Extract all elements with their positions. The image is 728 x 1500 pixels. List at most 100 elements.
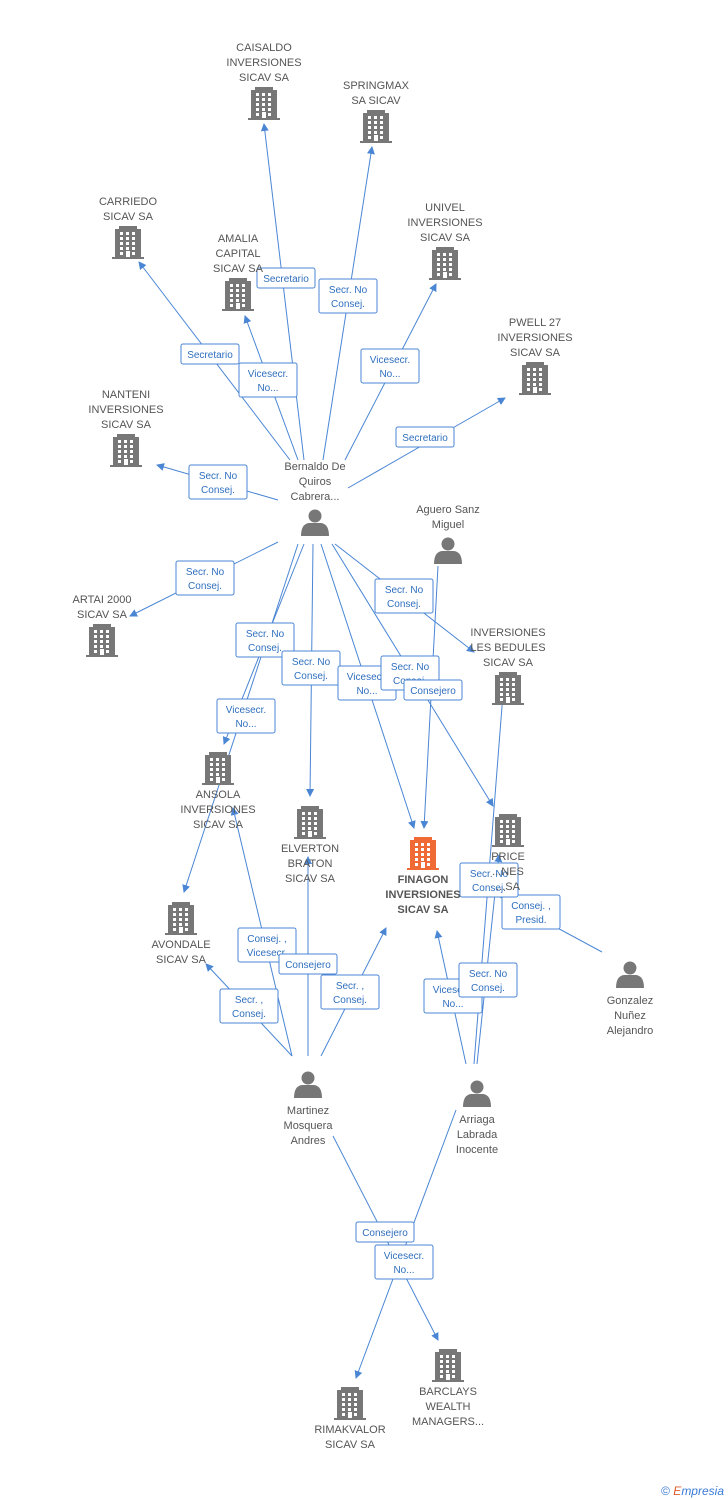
edge-label-martinez-to-avondale[interactable]: Secr. ,Consej. bbox=[219, 988, 279, 1024]
node-label: AVONDALE bbox=[151, 939, 210, 951]
person-icon bbox=[616, 961, 644, 988]
edge-label-text: No... bbox=[379, 369, 400, 380]
node-label: Alejandro bbox=[607, 1025, 653, 1037]
node-label: PRICE bbox=[491, 851, 525, 863]
node-label: Arriaga bbox=[459, 1114, 495, 1126]
edge-label-text: Consej. bbox=[201, 485, 235, 496]
edge-label-box bbox=[501, 894, 561, 930]
node-label: SICAV SA bbox=[156, 954, 207, 966]
node-avondale[interactable]: AVONDALE SICAV SA bbox=[151, 902, 211, 966]
node-label: SICAV SA bbox=[193, 819, 244, 831]
node-label: Nuñez bbox=[614, 1010, 646, 1022]
edge-label-bernaldo-to-caisaldo[interactable]: Secretario bbox=[256, 267, 316, 289]
edge-label-text: Consejero bbox=[362, 1228, 408, 1239]
edge-label-arriaga-to-rimakvalor[interactable]: Vicesecr. No... bbox=[374, 1244, 434, 1280]
node-label: NANTENI bbox=[102, 389, 150, 401]
node-label: AMALIA bbox=[218, 233, 259, 245]
edge-label-bernaldo-to-carriedo[interactable]: Secretario bbox=[180, 343, 240, 365]
node-label: WEALTH bbox=[425, 1401, 470, 1413]
edge-label-box bbox=[278, 953, 338, 975]
node-price[interactable]: PRICE ...NES ...SA bbox=[491, 814, 525, 893]
empresia-footer[interactable]: © Empresia bbox=[661, 1484, 724, 1498]
edge-label-text: Vicesecr. bbox=[226, 705, 266, 716]
edge-label-text: No... bbox=[393, 1265, 414, 1276]
edge-label-box bbox=[219, 988, 279, 1024]
node-label: UNIVEL bbox=[425, 202, 465, 214]
edge-label-martinez-to-elverton[interactable]: Consejero bbox=[278, 953, 338, 975]
edge-label-aguero-to-finagon[interactable]: Consejero bbox=[403, 679, 463, 701]
edge-label-text: Consej. , bbox=[511, 901, 550, 912]
node-label: Aguero Sanz bbox=[416, 504, 480, 516]
edge-label-text: Consej. bbox=[232, 1009, 266, 1020]
edge-label-gonzalez-to-finagon[interactable]: Consej. ,Presid. bbox=[501, 894, 561, 930]
node-label: Gonzalez bbox=[607, 995, 653, 1007]
building-icon bbox=[429, 247, 461, 280]
node-label: INVERSIONES bbox=[226, 57, 301, 69]
node-label: INVERSIONES bbox=[407, 217, 482, 229]
node-label: ...SA bbox=[496, 881, 521, 893]
building-icon bbox=[165, 902, 197, 935]
building-icon bbox=[86, 624, 118, 657]
edge-label-text: Secr. , bbox=[336, 981, 364, 992]
edge-label-text: Consej. bbox=[472, 883, 506, 894]
person-icon bbox=[301, 509, 329, 536]
edge-label-bernaldo-to-amalia[interactable]: Vicesecr. No... bbox=[238, 362, 298, 398]
edge-label-text: Vicesecr. bbox=[384, 1251, 424, 1262]
edge-label-text: No... bbox=[257, 383, 278, 394]
node-label: ARTAI 2000 bbox=[73, 594, 132, 606]
node-label: Inocente bbox=[456, 1144, 498, 1156]
edge-label-bernaldo-to-ansola[interactable]: Vicesecr.No... bbox=[216, 698, 276, 734]
node-label: Bernaldo De bbox=[284, 461, 345, 473]
node-label: SICAV SA bbox=[510, 347, 561, 359]
edge-label-box bbox=[175, 560, 235, 596]
node-label: BRATON bbox=[288, 858, 333, 870]
edge-label-martinez-to-barclays[interactable]: Consejero bbox=[355, 1221, 415, 1243]
edge-label-bernaldo-to-pwell[interactable]: Secretario bbox=[395, 426, 455, 448]
edge-label-text: Secretario bbox=[402, 433, 448, 444]
edge-label-text: Consej. , bbox=[247, 934, 286, 945]
node-bernaldo[interactable]: Bernaldo DeQuirosCabrera... bbox=[284, 461, 346, 536]
node-label: Miguel bbox=[432, 519, 464, 531]
edge-label-text: Vicesecr. bbox=[370, 355, 410, 366]
brand-name: mpresia bbox=[681, 1484, 724, 1498]
edge-label-box bbox=[318, 278, 378, 314]
edge-label-text: Vicesecr. bbox=[248, 369, 288, 380]
edge-label-text: Consej. bbox=[471, 983, 505, 994]
focus-building-icon bbox=[407, 837, 439, 870]
node-label: INVERSIONES bbox=[385, 889, 460, 901]
edge-label-bernaldo-to-univel[interactable]: Vicesecr. No... bbox=[360, 348, 420, 384]
node-barclays[interactable]: BARCLAYS WEALTH MANAGERS... bbox=[412, 1349, 484, 1428]
node-label: ...NES bbox=[492, 866, 524, 878]
node-label: SPRINGMAX bbox=[343, 80, 410, 92]
edge-label-martinez-to-finagon[interactable]: Secr. ,Consej. bbox=[320, 974, 380, 1010]
node-label: BARCLAYS bbox=[419, 1386, 477, 1398]
node-label: MANAGERS... bbox=[412, 1416, 484, 1428]
